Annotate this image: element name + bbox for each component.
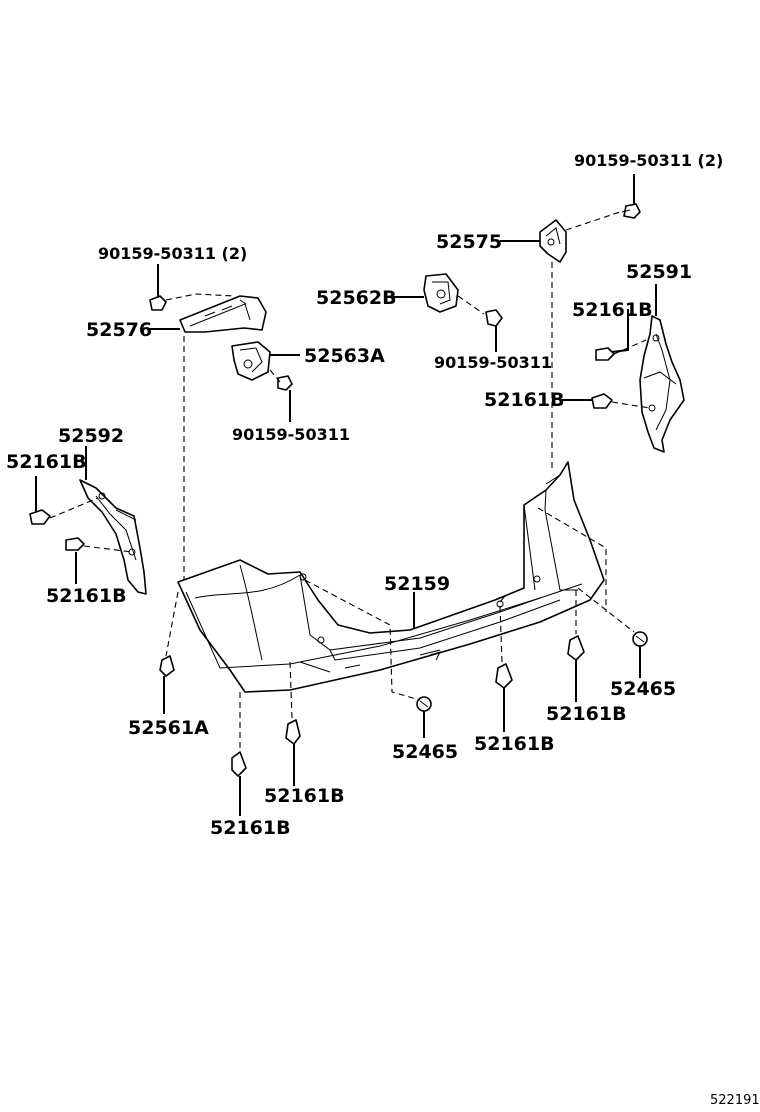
clip-icon <box>159 655 175 677</box>
part-labels: 90159-50311 (2) 52575 52591 90159-50311 … <box>6 151 723 839</box>
clip-icon <box>65 537 85 551</box>
bolt-icon <box>621 203 641 219</box>
rear-bumper-cover <box>177 461 605 693</box>
bracket-52575 <box>539 219 567 263</box>
label-52561a: 52561A <box>128 717 209 739</box>
bracket-52576 <box>179 295 267 333</box>
bolt-icon <box>485 309 503 327</box>
bracket-52562b <box>423 273 459 313</box>
label-52161b-bottom-4: 52161B <box>210 817 291 839</box>
label-52161b-right-upper: 52161B <box>572 299 653 321</box>
label-52562b: 52562B <box>316 287 397 309</box>
label-52161b-bottom-3: 52161B <box>264 785 345 807</box>
clip-icon <box>591 393 613 409</box>
screw-icon <box>632 631 648 647</box>
label-52161b-right-lower: 52161B <box>484 389 565 411</box>
bolt-icon <box>149 295 167 311</box>
diagram-ref-number: 522191 <box>710 1093 760 1108</box>
label-bolt-left-bracket: 90159-50311 (2) <box>98 244 247 263</box>
clip-icon <box>595 347 615 361</box>
clip-icon <box>231 751 247 777</box>
retainer-52592 <box>79 479 147 595</box>
label-52465-center: 52465 <box>392 741 458 763</box>
label-52159: 52159 <box>384 573 450 595</box>
retainer-52591 <box>639 315 685 453</box>
label-52161b-bottom-1: 52161B <box>546 703 627 725</box>
assembly-lines <box>49 211 651 750</box>
label-52591: 52591 <box>626 261 692 283</box>
clip-icon <box>567 635 585 661</box>
label-52592: 52592 <box>58 425 124 447</box>
label-52563a: 52563A <box>304 345 385 367</box>
screw-icon <box>416 696 432 712</box>
clip-icon <box>285 719 301 745</box>
label-52575: 52575 <box>436 231 502 253</box>
clip-icon <box>29 509 51 525</box>
label-bolt-center: 90159-50311 <box>434 353 552 372</box>
label-52161b-bottom-2: 52161B <box>474 733 555 755</box>
label-52576: 52576 <box>86 319 152 341</box>
bracket-52563a <box>231 341 271 381</box>
label-52161b-left-upper: 52161B <box>6 451 87 473</box>
clip-icon <box>495 663 513 689</box>
label-52465-right: 52465 <box>610 678 676 700</box>
label-bolt-lower: 90159-50311 <box>232 425 350 444</box>
bolt-icon <box>277 375 293 391</box>
leader-lines <box>35 174 657 816</box>
label-52161b-left-lower: 52161B <box>46 585 127 607</box>
label-bolt-top-right: 90159-50311 (2) <box>574 151 723 170</box>
